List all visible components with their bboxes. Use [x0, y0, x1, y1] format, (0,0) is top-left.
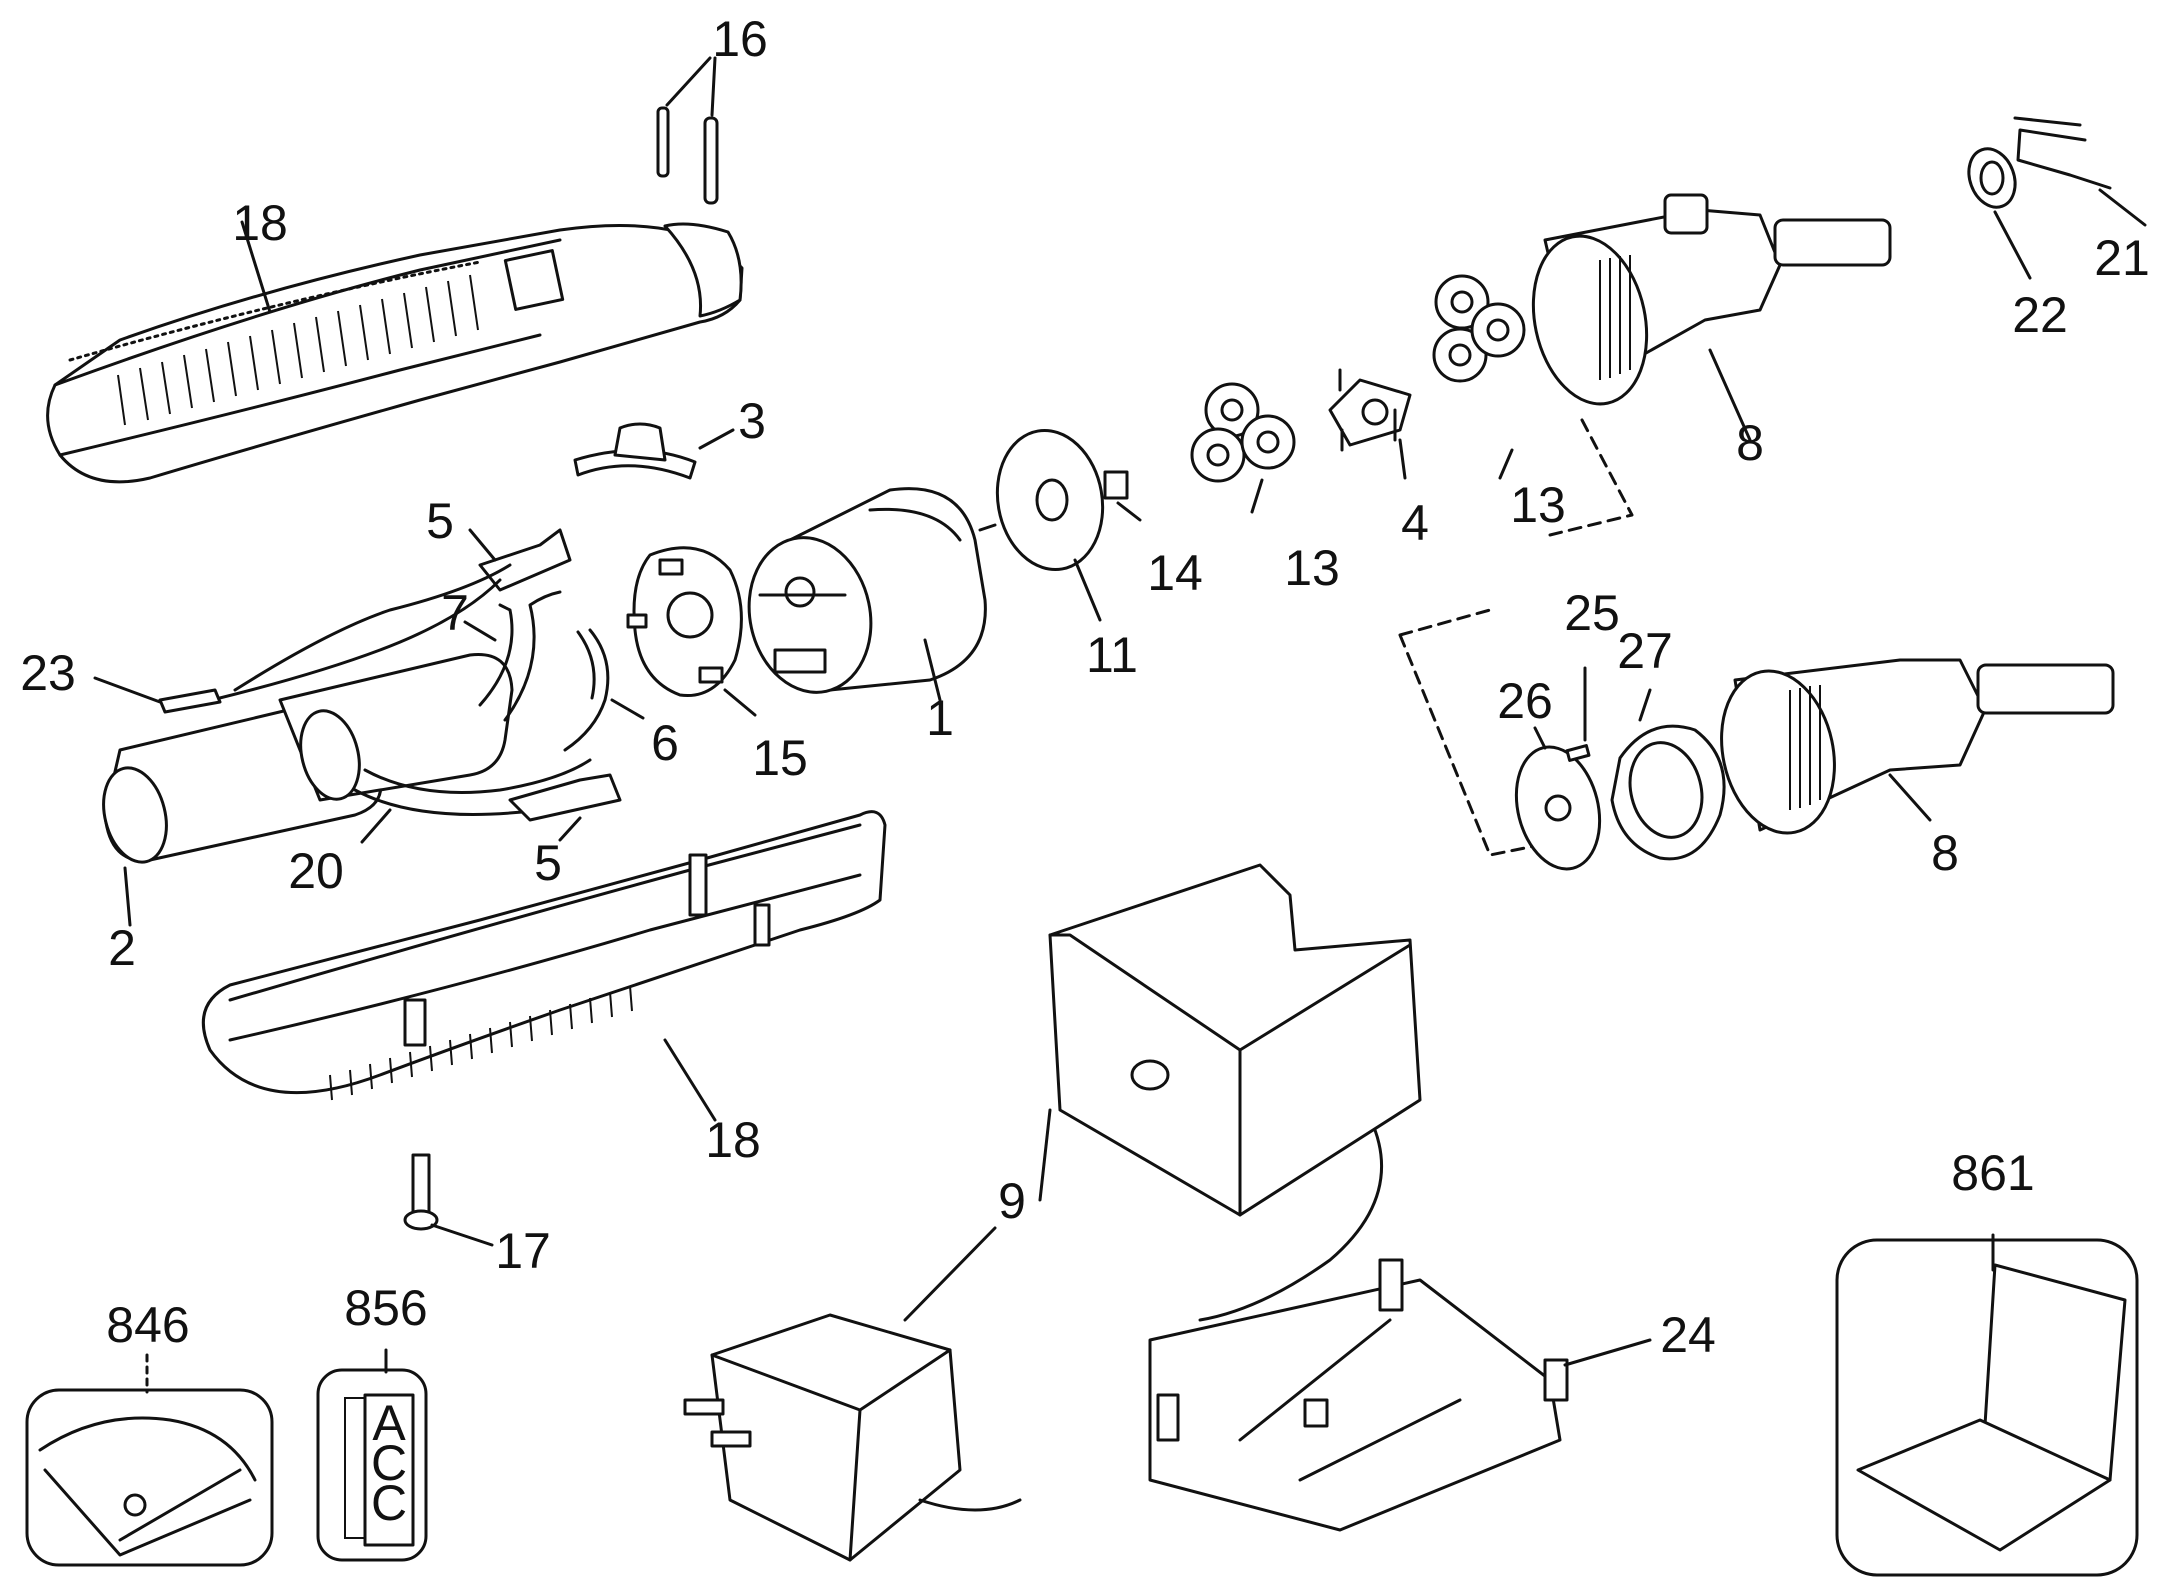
part-11-washer — [995, 428, 1105, 622]
callout-27: 27 — [1617, 623, 1673, 679]
callout-13-left: 13 — [1284, 540, 1340, 596]
part-4-planet-carrier — [1328, 368, 1412, 480]
callout-25: 25 — [1564, 585, 1620, 641]
kit-856-label-card — [316, 1348, 428, 1562]
callout-22: 22 — [2012, 287, 2068, 343]
callout-14: 14 — [1147, 545, 1203, 601]
callout-11: 11 — [1086, 627, 1138, 683]
callout-1: 1 — [926, 690, 954, 746]
part-17-screw — [403, 1153, 494, 1247]
kit-861-carrying-case — [1835, 1233, 2139, 1577]
part-22-washer — [1967, 147, 2032, 280]
kit-846-hardware-bag — [25, 1353, 274, 1567]
part-1-motor — [747, 487, 997, 702]
callout-13-right: 13 — [1510, 477, 1566, 533]
callout-18-bottom: 18 — [705, 1112, 761, 1168]
callout-18-top: 18 — [232, 195, 288, 251]
part-6-contact — [563, 628, 645, 752]
part-13-planet-gears-right — [1432, 274, 1526, 480]
callout-15: 15 — [752, 730, 808, 786]
callout-861: 861 — [1951, 1145, 2034, 1201]
part-7-contact-clip — [463, 590, 562, 722]
part-9-charger-base — [683, 863, 1422, 1562]
dashed-group-line-top — [1548, 418, 1634, 537]
callout-3: 3 — [738, 393, 766, 449]
part-3-switch-button — [573, 422, 735, 480]
part-16-pins — [656, 56, 719, 205]
part-27-ring-gear — [1610, 688, 1726, 861]
label-card-letter-2: C — [371, 1435, 407, 1491]
callout-23: 23 — [20, 645, 76, 701]
callout-6: 6 — [651, 715, 679, 771]
part-5-terminal-top — [468, 528, 572, 592]
callout-5-bottom: 5 — [534, 835, 562, 891]
callout-2: 2 — [108, 920, 136, 976]
callout-4: 4 — [1401, 495, 1429, 551]
callout-24: 24 — [1660, 1307, 1716, 1363]
callout-8-top: 8 — [1736, 415, 1764, 471]
part-2-battery-pack — [102, 652, 514, 927]
callout-856: 856 — [344, 1280, 427, 1336]
callout-16: 16 — [712, 11, 768, 67]
part-5-terminal-bottom — [508, 773, 622, 842]
callout-7: 7 — [441, 585, 469, 641]
callout-8-bottom: 8 — [1931, 825, 1959, 881]
part-14-pinion — [1103, 470, 1142, 522]
part-13-planet-gears-left — [1190, 382, 1296, 514]
callout-9: 9 — [998, 1173, 1026, 1229]
callout-20: 20 — [288, 843, 344, 899]
callout-26: 26 — [1497, 673, 1553, 729]
callout-5-top: 5 — [426, 493, 454, 549]
label-card-letter-3: C — [371, 1475, 407, 1531]
part-25-key — [1565, 666, 1591, 762]
part-21-spring-clip — [2013, 116, 2147, 227]
part-26-plate — [1514, 726, 1602, 871]
label-card-letter-1: A — [372, 1395, 406, 1451]
part-18-housing-top — [46, 220, 744, 484]
part-18-housing-bottom — [201, 810, 887, 1122]
callout-21: 21 — [2094, 230, 2150, 286]
part-24-circuit-board — [1148, 1258, 1652, 1532]
part-15-brush-holder — [626, 546, 757, 717]
callout-17: 17 — [495, 1223, 551, 1279]
dashed-group-line-bottom — [1398, 608, 1542, 857]
part-8-nose-cone-bottom — [1720, 658, 2115, 835]
part-8-nose-cone-top — [1531, 193, 1892, 442]
callout-846: 846 — [106, 1297, 189, 1353]
